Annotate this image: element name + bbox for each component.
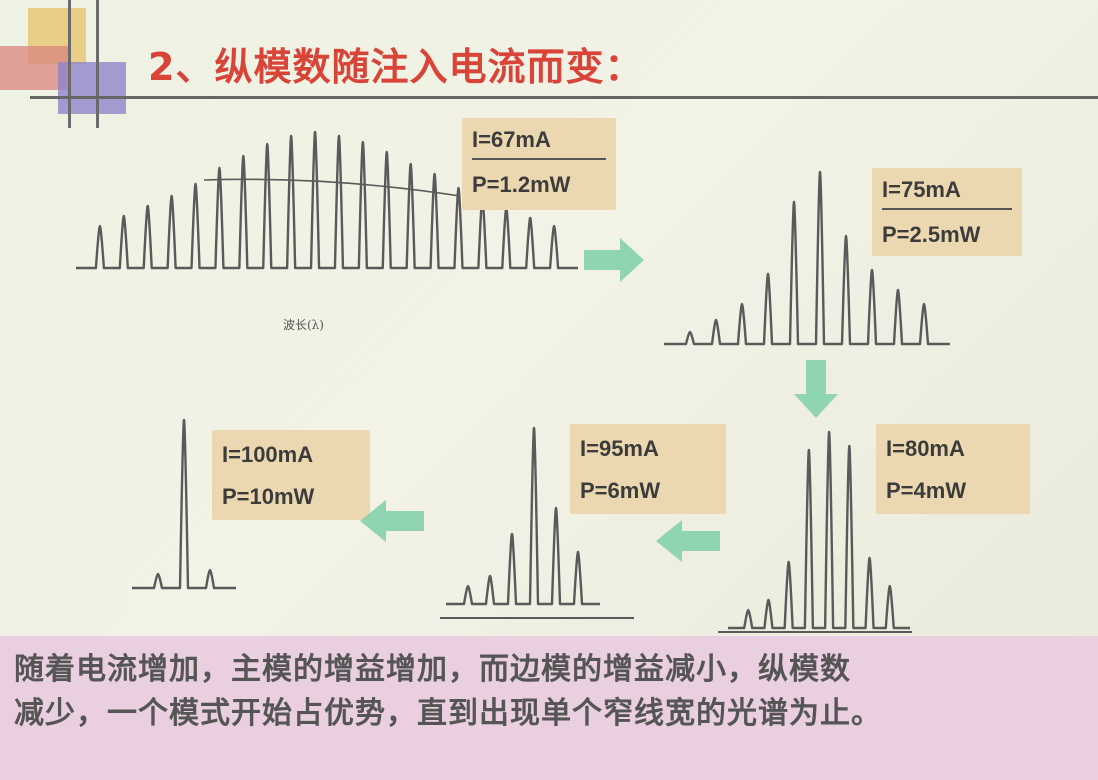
arrow-down-icon xyxy=(794,360,838,418)
current-label: I=80mA xyxy=(886,436,965,461)
label-box-100ma: I=100mA P=10mW xyxy=(212,430,370,520)
label-box-80ma: I=80mA P=4mW xyxy=(876,424,1030,514)
label-box-67ma: I=67mA P=1.2mW xyxy=(462,118,616,210)
arrow-right-icon xyxy=(584,238,644,282)
spectrum-95ma xyxy=(440,426,634,619)
power-label: P=2.5mW xyxy=(882,222,981,247)
spectrum-trace xyxy=(664,170,950,346)
power-label: P=4mW xyxy=(886,478,967,503)
summary-panel: 随着电流增加，主模的增益增加，而边模的增益减小，纵模数 减少，一个模式开始占优势… xyxy=(0,636,1098,780)
current-label: I=67mA xyxy=(472,122,606,160)
gain-envelope xyxy=(203,178,461,197)
label-box-95ma: I=95mA P=6mW xyxy=(570,424,726,514)
arrow-left-icon xyxy=(360,500,424,542)
summary-line-1: 随着电流增加，主模的增益增加，而边模的增益减小，纵模数 xyxy=(14,652,851,687)
header-horizontal-rule xyxy=(30,96,1098,99)
slide-title: 2、纵模数随注入电流而变： xyxy=(148,45,644,89)
spectrum-trace xyxy=(728,430,910,630)
spectrum-100ma xyxy=(132,418,236,590)
summary-line-2: 减少，一个模式开始占优势，直到出现单个窄线宽的光谱为止。 xyxy=(14,696,882,731)
header-vertical-rule xyxy=(96,0,99,128)
power-label: P=10mW xyxy=(222,484,315,509)
spectrum-trace xyxy=(132,418,236,590)
power-label: P=1.2mW xyxy=(472,172,571,197)
wavelength-axis-label: 波长(λ) xyxy=(283,318,324,332)
header-vertical-rule xyxy=(68,0,71,128)
arrow-left-icon xyxy=(656,520,720,562)
spectrum-trace xyxy=(446,426,600,606)
current-label: I=95mA xyxy=(580,436,659,461)
spectrum-67ma xyxy=(76,130,578,270)
power-label: P=6mW xyxy=(580,478,661,503)
spectrum-75ma xyxy=(664,170,950,346)
spectrum-80ma xyxy=(718,430,912,633)
spectrum-trace xyxy=(76,130,578,270)
label-box-75ma: I=75mA P=2.5mW xyxy=(872,168,1022,256)
spectra-diagram xyxy=(76,130,950,633)
current-label: I=75mA xyxy=(882,172,1012,210)
current-label: I=100mA xyxy=(222,442,314,467)
